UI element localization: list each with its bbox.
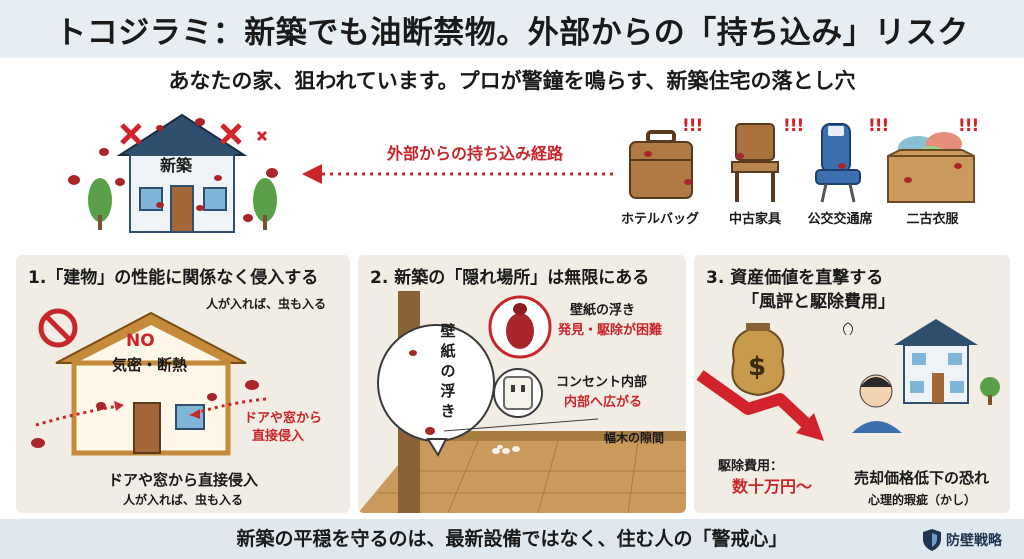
clothes-box-icon — [887, 132, 975, 203]
panel-hiding-places: 2. 新築の「隠れ場所」は無限にある 壁 紙 — [358, 255, 686, 513]
hero-section: 新築 外部からの持ち込み経路 !!! ホテルバッグ !!! 中古家具 !!! 公… — [0, 100, 1024, 250]
panel-3-heading-1: 3. 資産価値を直撃する — [706, 268, 884, 288]
side-label-2: 直接侵入 — [252, 429, 305, 444]
bubble-char: 壁 — [440, 322, 456, 340]
wallpaper-detail: 発見・駆除が困難 — [558, 323, 663, 338]
brand-name: 防壁戦略 — [946, 533, 1002, 549]
bubble-text: 壁 紙 の 浮 き — [437, 321, 459, 421]
room-corner-illustration — [358, 291, 686, 513]
house-label: 新築 — [160, 156, 193, 175]
footer: 新築の平穏を守るのは、最新設備ではなく、住む人の「警戒心」 防壁戦略 — [0, 519, 1024, 559]
train-seat-icon — [815, 123, 861, 203]
page-title: トコジラミ：新築でも油断禁物。外部からの「持ち込み」リスク — [55, 14, 969, 51]
panel-building-performance: 1.「建物」の性能に関係なく侵入する 人が入れば、虫も入る NO 気密・断熱 ド… — [16, 255, 350, 513]
item-label-public-transit-seat: 公交交通席 — [807, 212, 873, 227]
bubble-char: の — [440, 362, 456, 380]
panel-3-heading-2: 「風評と駆除費用」 — [742, 292, 895, 312]
item-label-used-clothes: 二古衣服 — [906, 212, 959, 227]
house-cross-section — [31, 308, 267, 456]
chair-icon — [731, 123, 779, 202]
page-subtitle: あなたの家、狙われています。プロが警鐘を鳴らす、新築住宅の落とし穴 — [168, 69, 856, 93]
side-label-1: ドアや窓から — [244, 411, 323, 426]
alert-mark: !!! — [868, 116, 889, 136]
panel-1-heading: 1.「建物」の性能に関係なく侵入する — [28, 268, 319, 288]
footer-text: 新築の平穏を守るのは、最新設備ではなく、住む人の「警戒心」 — [236, 528, 788, 550]
suitcase-icon — [629, 130, 693, 199]
outlet-detail: 内部へ広がる — [564, 395, 643, 410]
stigma-text: 心理的瑕疵（かし） — [868, 493, 977, 507]
shield-icon — [923, 529, 941, 551]
panel-1-bottom-1: ドアや窓から直接侵入 — [107, 471, 258, 489]
bubble-char: 浮 — [440, 382, 456, 400]
alert-mark: !!! — [958, 116, 979, 136]
asset-value-illustration: $ — [696, 319, 1000, 441]
outlet-title: コンセント内部 — [556, 375, 648, 390]
house-text: 気密・断熱 — [112, 356, 188, 374]
item-label-used-furniture: 中古家具 — [728, 212, 781, 227]
no-label: NO — [126, 331, 155, 351]
brand: 防壁戦略 — [922, 528, 1002, 552]
alert-mark: !!! — [682, 116, 703, 136]
cost-value: 数十万円〜 — [732, 477, 813, 496]
import-route-label: 外部からの持ち込み経路 — [386, 144, 563, 163]
fear-text: 売却価格低下の恐れ — [854, 469, 990, 487]
panel-1-note: 人が入れば、虫も入る — [206, 297, 327, 311]
bubble-char: 紙 — [440, 342, 456, 360]
import-route-arrow — [302, 164, 618, 184]
item-label-hotel-bag: ホテルバッグ — [620, 212, 699, 227]
alert-mark: !!! — [783, 116, 804, 136]
title-bar: トコジラミ：新築でも油断禁物。外部からの「持ち込み」リスク — [0, 0, 1024, 58]
svg-text:$: $ — [748, 352, 766, 382]
wallpaper-title: 壁紙の浮き — [570, 303, 636, 318]
panel-asset-value: 3. 資産価値を直撃する 「風評と駆除費用」 $ 駆除費用： 数十万円〜 売却価… — [694, 255, 1010, 513]
new-house-illustration — [68, 113, 278, 233]
panel-1-bottom-2: 人が入れば、虫も入る — [122, 493, 243, 507]
baseboard-label: 幅木の隙間 — [604, 431, 665, 445]
panel-2-heading: 2. 新築の「隠れ場所」は無限にある — [370, 268, 650, 288]
cost-label: 駆除費用： — [718, 459, 784, 474]
bubble-char: き — [440, 402, 456, 420]
